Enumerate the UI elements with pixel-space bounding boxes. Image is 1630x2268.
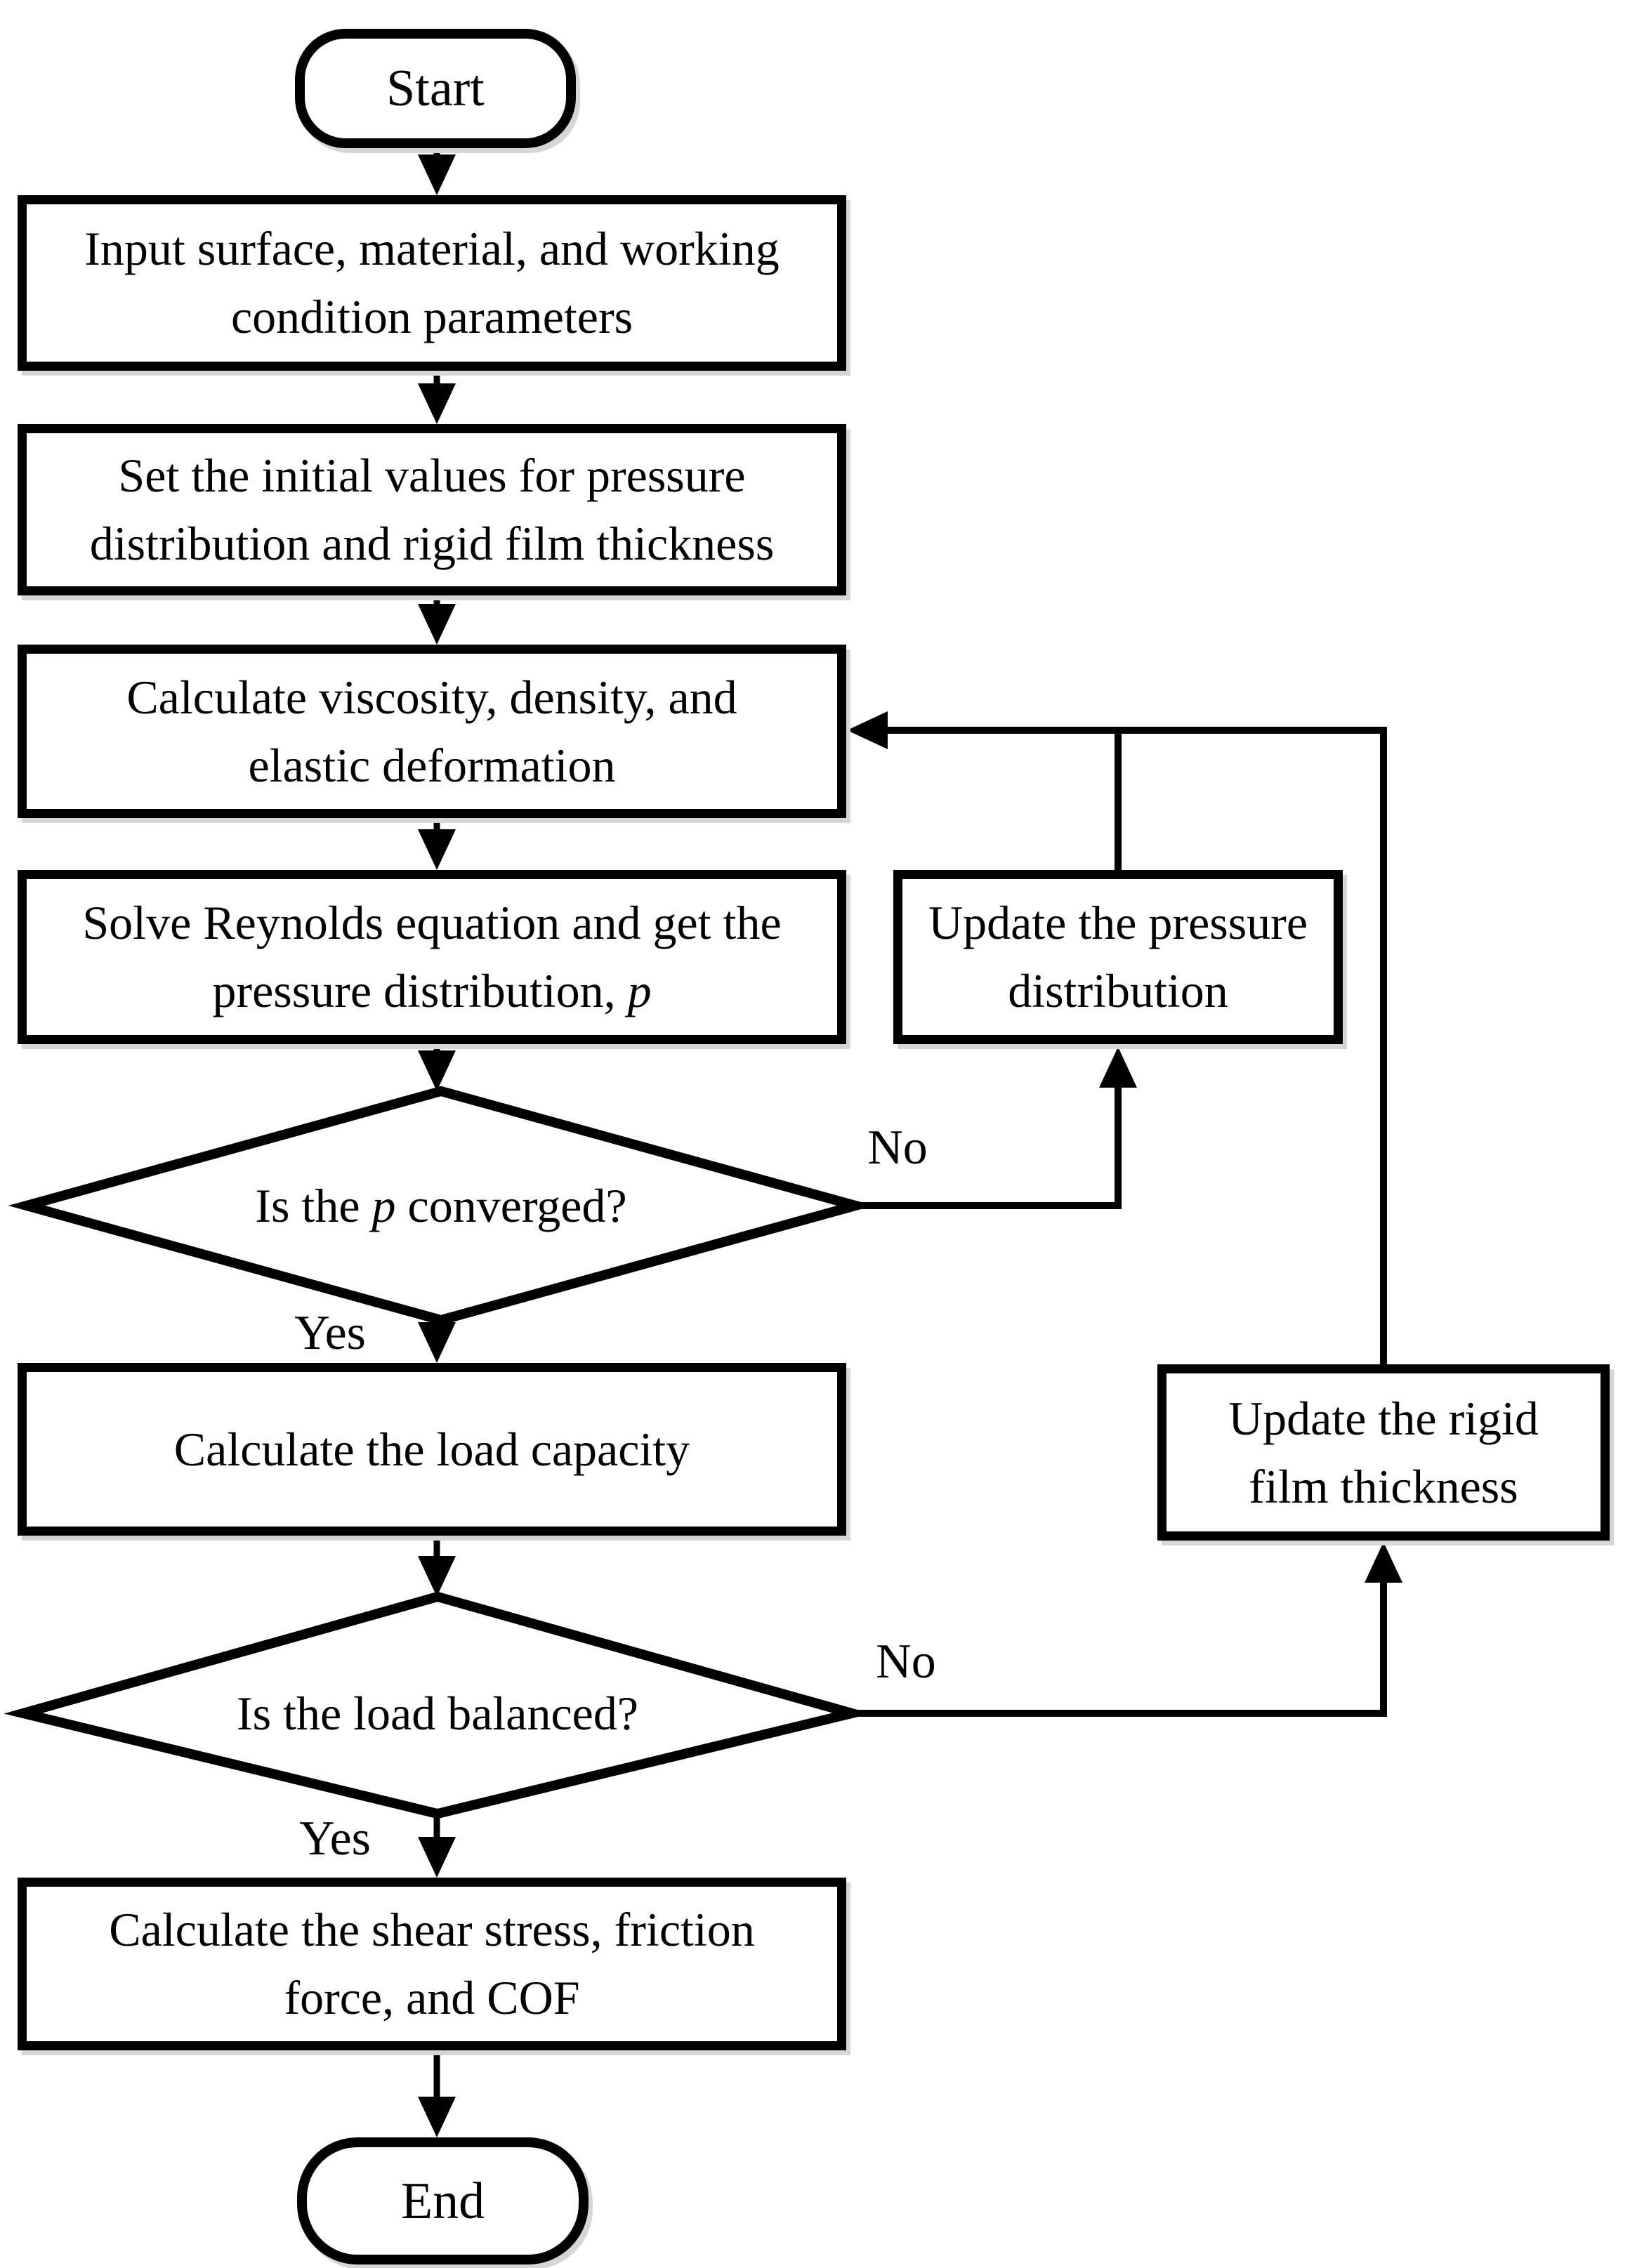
- terminator-end: End: [297, 2137, 589, 2264]
- edge-converged-no-path: [855, 1088, 1122, 1209]
- decision-p-converged-label: Is the p converged?: [125, 1149, 757, 1262]
- process-calculate-load-capacity: Calculate the load capacity: [18, 1363, 846, 1536]
- process-line: Calculate viscosity, density, and: [126, 670, 737, 724]
- arrowhead-balanced-shear: [418, 1837, 456, 1878]
- process-set-initial-values: Set the initial values for pressure dist…: [18, 424, 846, 595]
- edge-feedback-top-path: [881, 727, 1387, 1364]
- process-input-parameters: Input surface, material, and working con…: [18, 195, 846, 371]
- end-label: End: [400, 2172, 485, 2230]
- process-line: Calculate the load capacity: [173, 1422, 690, 1476]
- process-line: Solve Reynolds equation and get the: [82, 896, 782, 949]
- edge-balanced-no-path: [852, 1583, 1387, 1717]
- process-calculate-shear-stress: Calculate the shear stress, friction for…: [18, 1878, 846, 2050]
- pressure-symbol: p: [372, 1178, 396, 1232]
- process-line: distribution: [1008, 964, 1228, 1017]
- decision-load-balanced-label: Is the load balanced?: [121, 1657, 754, 1769]
- pressure-symbol: p: [627, 964, 652, 1017]
- process-line: Calculate the shear stress, friction: [109, 1903, 755, 1956]
- decision-text: Is the: [255, 1178, 372, 1232]
- process-update-pressure: Update the pressure distribution: [893, 870, 1343, 1044]
- process-line: elastic deformation: [248, 738, 616, 792]
- process-line-text: pressure distribution,: [212, 964, 628, 1017]
- edge-label-no-converged: No: [867, 1121, 928, 1175]
- decision-p-converged-shape: [8, 1086, 874, 1326]
- process-calculate-viscosity: Calculate viscosity, density, and elasti…: [18, 645, 846, 818]
- arrowhead-load-balanced: [418, 1556, 456, 1597]
- arrowhead-into-update-pressure: [1099, 1047, 1137, 1088]
- arrowhead-start-input: [418, 154, 456, 195]
- arrowhead-shear-end: [418, 2097, 456, 2137]
- start-label: Start: [386, 60, 485, 117]
- terminator-start: Start: [295, 29, 576, 148]
- arrowhead-into-calc-viscosity: [847, 711, 888, 749]
- process-line: pressure distribution, p: [212, 957, 651, 1025]
- process-line: Update the rigid: [1228, 1391, 1539, 1445]
- process-update-rigid-film: Update the rigid film thickness: [1157, 1364, 1610, 1541]
- process-line: Set the initial values for pressure: [118, 449, 746, 502]
- arrowhead-init-calc: [418, 604, 456, 645]
- edge-label-yes-balanced: Yes: [299, 1812, 371, 1866]
- process-line: distribution and rigid film thickness: [89, 517, 775, 570]
- arrowhead-input-init: [418, 383, 456, 424]
- process-line: force, and COF: [284, 1971, 580, 2024]
- arrowhead-converged-load: [418, 1322, 456, 1363]
- decision-line: Is the load balanced?: [236, 1686, 639, 1740]
- arrowhead-into-update-rigid: [1365, 1542, 1402, 1583]
- arrowhead-calc-solve: [418, 829, 456, 870]
- edge-label-no-balanced: No: [876, 1635, 936, 1689]
- process-line: Update the pressure: [928, 896, 1308, 949]
- edge-label-yes-converged: Yes: [294, 1306, 366, 1360]
- process-solve-reynolds: Solve Reynolds equation and get the pres…: [18, 870, 846, 1044]
- decision-line: Is the p converged?: [255, 1172, 626, 1240]
- process-line: film thickness: [1249, 1459, 1518, 1513]
- process-line: Input surface, material, and working: [84, 222, 780, 275]
- decision-load-balanced-shape: [4, 1591, 872, 1819]
- process-line: condition parameters: [230, 290, 633, 343]
- decision-text: converged?: [395, 1178, 627, 1232]
- arrowhead-solve-converged: [418, 1050, 456, 1091]
